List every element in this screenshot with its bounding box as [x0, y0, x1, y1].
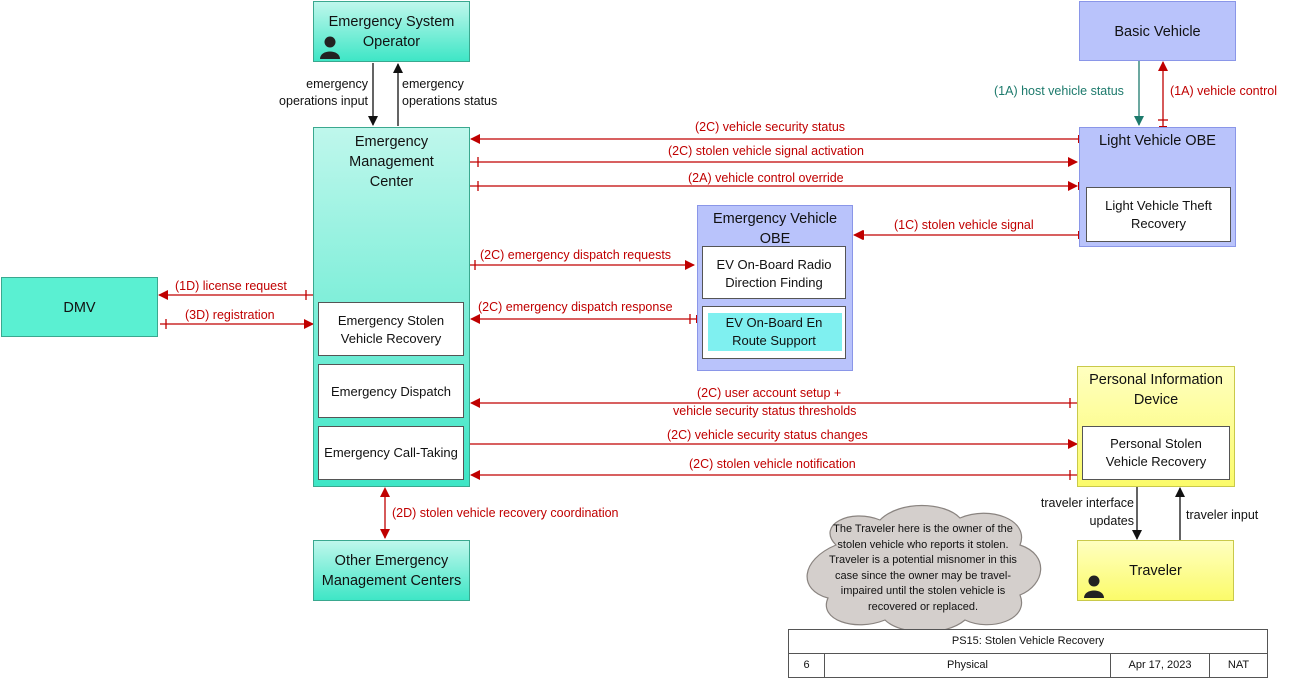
ev-en-route-support-label: EV On-Board En Route Support: [725, 315, 823, 348]
emergency-management-center-label: Emergency Management Center: [349, 134, 434, 190]
label-vehicle-control-override: (2A) vehicle control override: [688, 171, 844, 185]
label-stolen-signal-activation: (2C) stolen vehicle signal activation: [668, 144, 864, 158]
light-vehicle-theft-recovery-box[interactable]: Light Vehicle Theft Recovery: [1086, 187, 1231, 242]
light-vehicle-theft-recovery-label: Light Vehicle Theft Recovery: [1105, 198, 1212, 231]
person-icon: [320, 36, 340, 59]
title-block-number: 6: [788, 653, 825, 678]
personal-information-device-label: Personal Information Device: [1089, 372, 1223, 408]
emergency-dispatch-label: Emergency Dispatch: [331, 384, 451, 399]
label-dispatch-requests: (2C) emergency dispatch requests: [480, 248, 672, 262]
basic-vehicle-label: Basic Vehicle: [1114, 24, 1201, 40]
note-text: The Traveler here is the owner of the st…: [829, 523, 1017, 613]
traveler-box[interactable]: Traveler: [1077, 540, 1234, 601]
label-security-status-changes: (2C) vehicle security status changes: [667, 428, 868, 442]
emergency-vehicle-obe-label: Emergency Vehicle OBE: [712, 211, 838, 247]
emergency-system-operator-box[interactable]: Emergency System Operator: [313, 1, 470, 62]
label-user-account-setup-2: vehicle security status thresholds: [673, 404, 857, 418]
title-block-date: Apr 17, 2023: [1110, 653, 1210, 678]
other-emc-label: Other Emergency Management Centers: [321, 553, 462, 589]
emergency-system-operator-label: Emergency System Operator: [328, 14, 455, 50]
label-vehicle-control: (1A) vehicle control: [1170, 84, 1277, 98]
title-block-author: NAT: [1209, 653, 1268, 678]
label-host-vehicle-status: (1A) host vehicle status: [994, 84, 1124, 98]
label-stolen-notification: (2C) stolen vehicle notification: [689, 457, 856, 471]
label-dispatch-response: (2C) emergency dispatch response: [478, 300, 673, 314]
label-traveler-interface-updates: traveler interface updates: [1040, 496, 1134, 528]
personal-stolen-vehicle-recovery-label: Personal Stolen Vehicle Recovery: [1105, 436, 1207, 469]
basic-vehicle-box[interactable]: Basic Vehicle: [1079, 1, 1236, 61]
ev-en-route-support-box[interactable]: EV On-Board En Route Support: [702, 306, 846, 359]
other-emc-box[interactable]: Other Emergency Management Centers: [313, 540, 470, 601]
personal-stolen-vehicle-recovery-box[interactable]: Personal Stolen Vehicle Recovery: [1082, 426, 1230, 480]
emergency-call-taking-box[interactable]: Emergency Call-Taking: [318, 426, 464, 480]
label-user-account-setup-1: (2C) user account setup +: [697, 386, 842, 400]
label-registration: (3D) registration: [185, 308, 275, 322]
label-recovery-coordination: (2D) stolen vehicle recovery coordinatio…: [392, 506, 619, 520]
dmv-box[interactable]: DMV: [1, 277, 158, 337]
ev-en-route-support-highlight: [708, 313, 842, 351]
ev-radio-direction-finding-box[interactable]: EV On-Board Radio Direction Finding: [702, 246, 846, 299]
title-block-title: PS15: Stolen Vehicle Recovery: [788, 629, 1268, 654]
emergency-stolen-vehicle-recovery-label: Emergency Stolen Vehicle Recovery: [337, 313, 445, 346]
title-block-view: Physical: [824, 653, 1111, 678]
note-cloud: [806, 504, 1042, 633]
label-ops-status: emergency operations status: [402, 77, 498, 108]
emergency-stolen-vehicle-recovery-box[interactable]: Emergency Stolen Vehicle Recovery: [318, 302, 464, 356]
ev-radio-direction-finding-label: EV On-Board Radio Direction Finding: [716, 257, 832, 290]
label-stolen-vehicle-signal: (1C) stolen vehicle signal: [894, 218, 1034, 232]
traveler-label: Traveler: [1129, 563, 1182, 579]
label-traveler-input: traveler input: [1186, 508, 1259, 522]
person-icon: [1084, 575, 1104, 598]
label-ops-input: emergency operations input: [279, 77, 368, 108]
emergency-call-taking-label: Emergency Call-Taking: [324, 445, 458, 460]
emergency-dispatch-box[interactable]: Emergency Dispatch: [318, 364, 464, 418]
label-vehicle-security-status: (2C) vehicle security status: [695, 120, 846, 134]
light-vehicle-obe-label: Light Vehicle OBE: [1099, 133, 1216, 149]
label-license-request: (1D) license request: [175, 279, 287, 293]
dmv-label: DMV: [63, 300, 96, 316]
